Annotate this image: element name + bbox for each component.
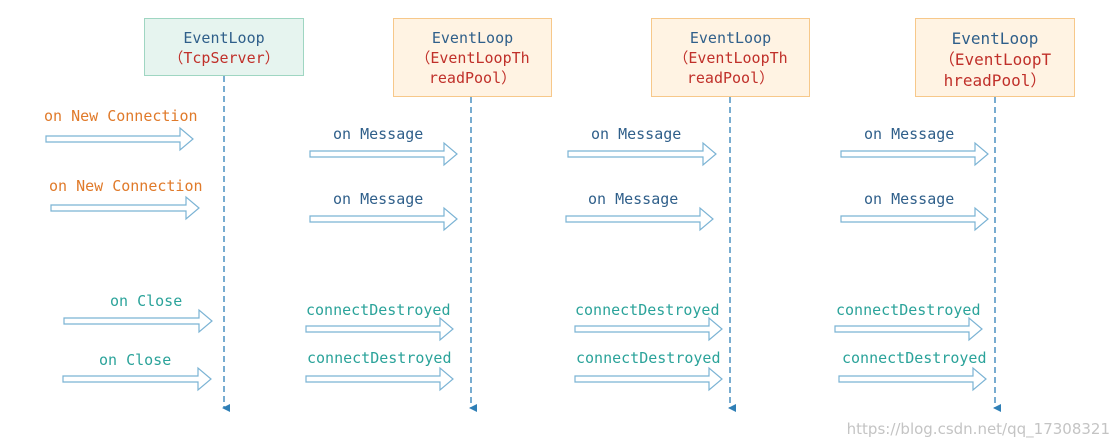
arrow-message-c3-2 [565,206,714,232]
label-message-c3-2: on Message [588,190,679,208]
label-destroyed-c4-2: connectDestroyed [842,349,987,367]
label-message-c2-1: on Message [333,125,424,143]
arrow-destroyed-c2-2 [305,366,454,392]
label-message-c4-2: on Message [864,190,955,208]
label-destroyed-c4-1: connectDestroyed [836,301,981,319]
label-destroyed-c2-2: connectDestroyed [307,349,452,367]
lifeline-box-tcpserver: EventLoop （TcpServer） [144,18,304,76]
label-message-c3-1: on Message [591,125,682,143]
label-close-1: on Close [110,292,183,310]
lifeline-title: EventLoop [183,29,265,47]
arrow-message-c4-2 [840,206,989,232]
arrow-destroyed-c3-1 [574,316,723,342]
label-destroyed-c3-1: connectDestroyed [575,301,720,319]
arrow-destroyed-c2-1 [305,316,454,342]
arrow-message-c3-1 [567,141,717,167]
arrow-destroyed-c4-1 [834,316,983,342]
arrow-close-1 [63,308,213,334]
lifeline-box-threadpool-2: EventLoop （EventLoopTh readPool） [651,18,810,97]
arrow-message-c2-2 [309,206,458,232]
arrow-message-c2-1 [309,141,458,167]
label-new-connection-1: on New Connection [44,107,198,125]
lifeline-box-threadpool-3: EventLoop （EventLoopT hreadPool） [915,18,1075,97]
lifeline-subtitle: （EventLoopTh readPool） [415,49,530,87]
label-destroyed-c2-1: connectDestroyed [306,301,451,319]
arrow-destroyed-c4-2 [838,366,987,392]
lifeline-subtitle: （EventLoopTh readPool） [673,49,788,87]
label-message-c2-2: on Message [333,190,424,208]
lifeline-subtitle: （TcpServer） [168,49,280,67]
label-new-connection-2: on New Connection [49,177,203,195]
arrow-new-connection-2 [50,195,200,221]
arrow-destroyed-c3-2 [574,366,723,392]
lifeline-title: EventLoop [951,29,1039,48]
lifeline-title: EventLoop [431,29,514,47]
label-message-c4-1: on Message [864,125,955,143]
label-close-2: on Close [99,351,172,369]
watermark-text: https://blog.csdn.net/qq_17308321 [846,420,1110,438]
label-destroyed-c3-2: connectDestroyed [576,349,721,367]
lifeline-subtitle: （EventLoopT hreadPool） [938,50,1052,90]
lifeline-title: EventLoop [689,29,772,47]
arrow-new-connection-1 [45,126,194,152]
arrow-message-c4-1 [840,141,989,167]
lifeline-box-threadpool-1: EventLoop （EventLoopTh readPool） [393,18,552,97]
arrow-close-2 [62,366,212,392]
